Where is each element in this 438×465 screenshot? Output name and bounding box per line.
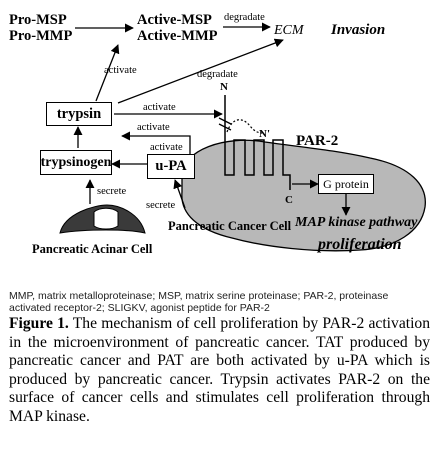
arrow-trypsin-degradate-ecm (117, 38, 284, 104)
ecm-label: ECM (274, 23, 304, 38)
g-protein-box: G protein (318, 174, 374, 194)
active-msp-label: Active-MSP (137, 12, 212, 28)
abbreviation-note: MMP, matrix metalloproteinase; MSP, matr… (9, 290, 389, 314)
activate-upa-tryp-label: activate (150, 142, 183, 153)
arrow-cancer-secrete-upa (173, 179, 186, 209)
n-prime-label: N' (259, 128, 270, 140)
par2-receptor-loops (224, 139, 291, 190)
caption-label: Figure 1. (9, 315, 69, 332)
degradate-top-label: degradate (224, 12, 265, 23)
pro-mmp-label: Pro-MMP (9, 28, 73, 44)
degradate-mid-label: degradate (197, 69, 238, 80)
trypsin-box: trypsin (46, 102, 112, 126)
activate-up-label: activate (104, 65, 137, 76)
figure-caption: Figure 1. The mechanism of cell prolifer… (9, 315, 430, 427)
active-mmp-label: Active-MMP (137, 28, 218, 44)
trypsin-label: trypsin (56, 105, 102, 122)
par2-tethered-ligand (226, 119, 263, 134)
mechanism-diagram (59, 22, 426, 252)
activate-upa-trypsin-label: activate (137, 122, 170, 133)
upa-label: u-PA (155, 158, 187, 174)
arrow-upa-activate-trypsin (121, 131, 191, 160)
proliferation-label: proliferation (318, 236, 402, 253)
activate-par2-label: activate (143, 102, 176, 113)
caption-text: The mechanism of cell proliferation by P… (9, 315, 430, 425)
g-protein-label: G protein (323, 176, 369, 191)
secrete-left-label: secrete (97, 186, 127, 197)
acinar-cell-label: Pancreatic Acinar Cell (32, 242, 153, 256)
par2-cleavage-mark (218, 117, 232, 131)
invasion-label: Invasion (331, 22, 386, 38)
arrow-trypsin-activate-up (95, 44, 120, 102)
upa-box: u-PA (147, 154, 195, 179)
map-kinase-label: MAP kinase pathway (295, 215, 418, 230)
acinar-cell-core (93, 207, 119, 230)
cancer-cell-shape (181, 139, 426, 252)
secrete-right-label: secrete (146, 200, 176, 211)
n-label: N (220, 81, 228, 93)
trypsinogen-box: trypsinogen (40, 150, 112, 175)
par2-label: PAR-2 (296, 133, 339, 149)
cancer-cell-label: Pancreatic Cancer Cell (168, 219, 292, 233)
pro-msp-label: Pro-MSP (9, 12, 67, 28)
c-label: C (285, 194, 293, 206)
trypsinogen-label: trypsinogen (40, 154, 112, 170)
